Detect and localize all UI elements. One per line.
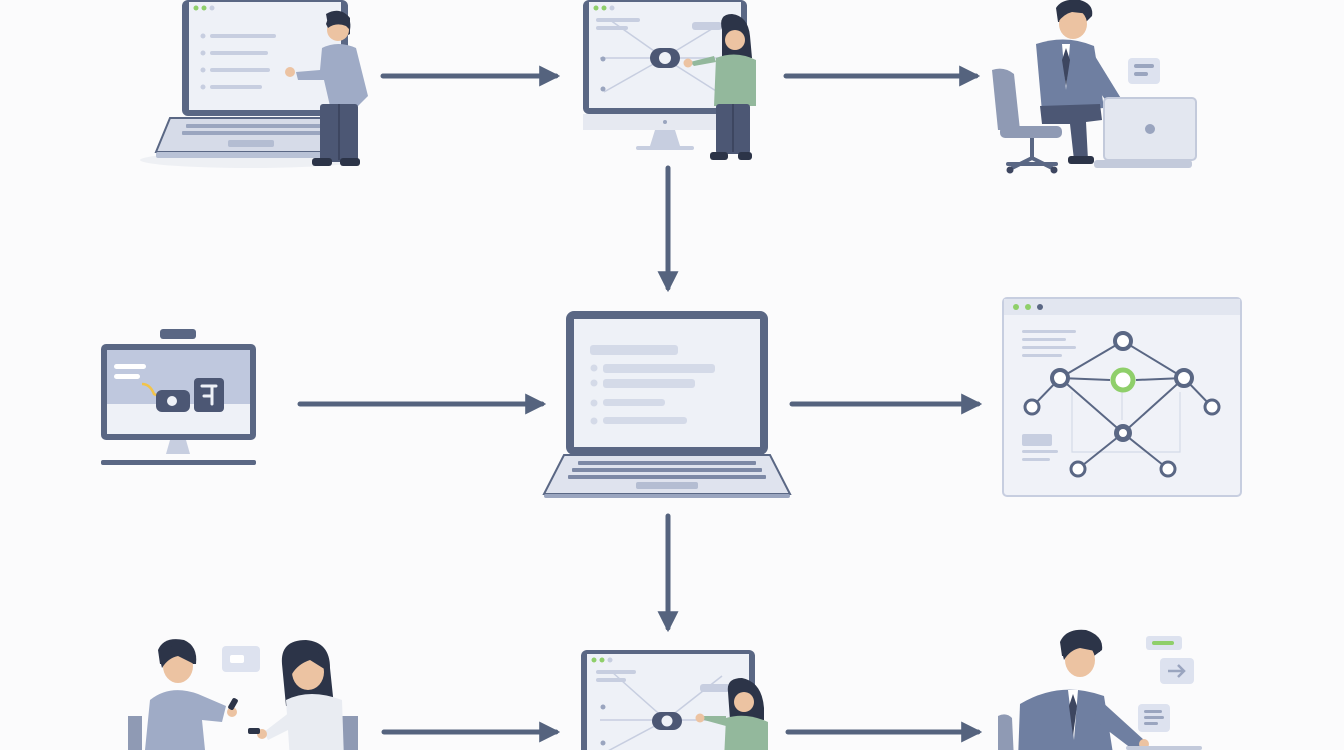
network-graph-icon [1002,297,1242,497]
network-node [1174,368,1194,388]
network-node [1159,460,1177,478]
office-worker-icon [992,0,1197,174]
monitor-network-icon [581,650,768,750]
monitor-workflow-icon [101,329,256,465]
network-node [1050,368,1070,388]
edges [297,65,983,743]
conversation-icon [128,639,358,750]
laptop-icon [542,311,792,498]
network-node [1113,331,1133,351]
monitor-network-icon [583,0,756,160]
network-node [1114,424,1132,442]
office-worker-icon [998,629,1202,750]
network-node [1203,398,1221,416]
network-node [1023,398,1041,416]
network-node-highlight [1110,367,1136,393]
person-laptop-icon [140,0,368,168]
network-node [1069,460,1087,478]
